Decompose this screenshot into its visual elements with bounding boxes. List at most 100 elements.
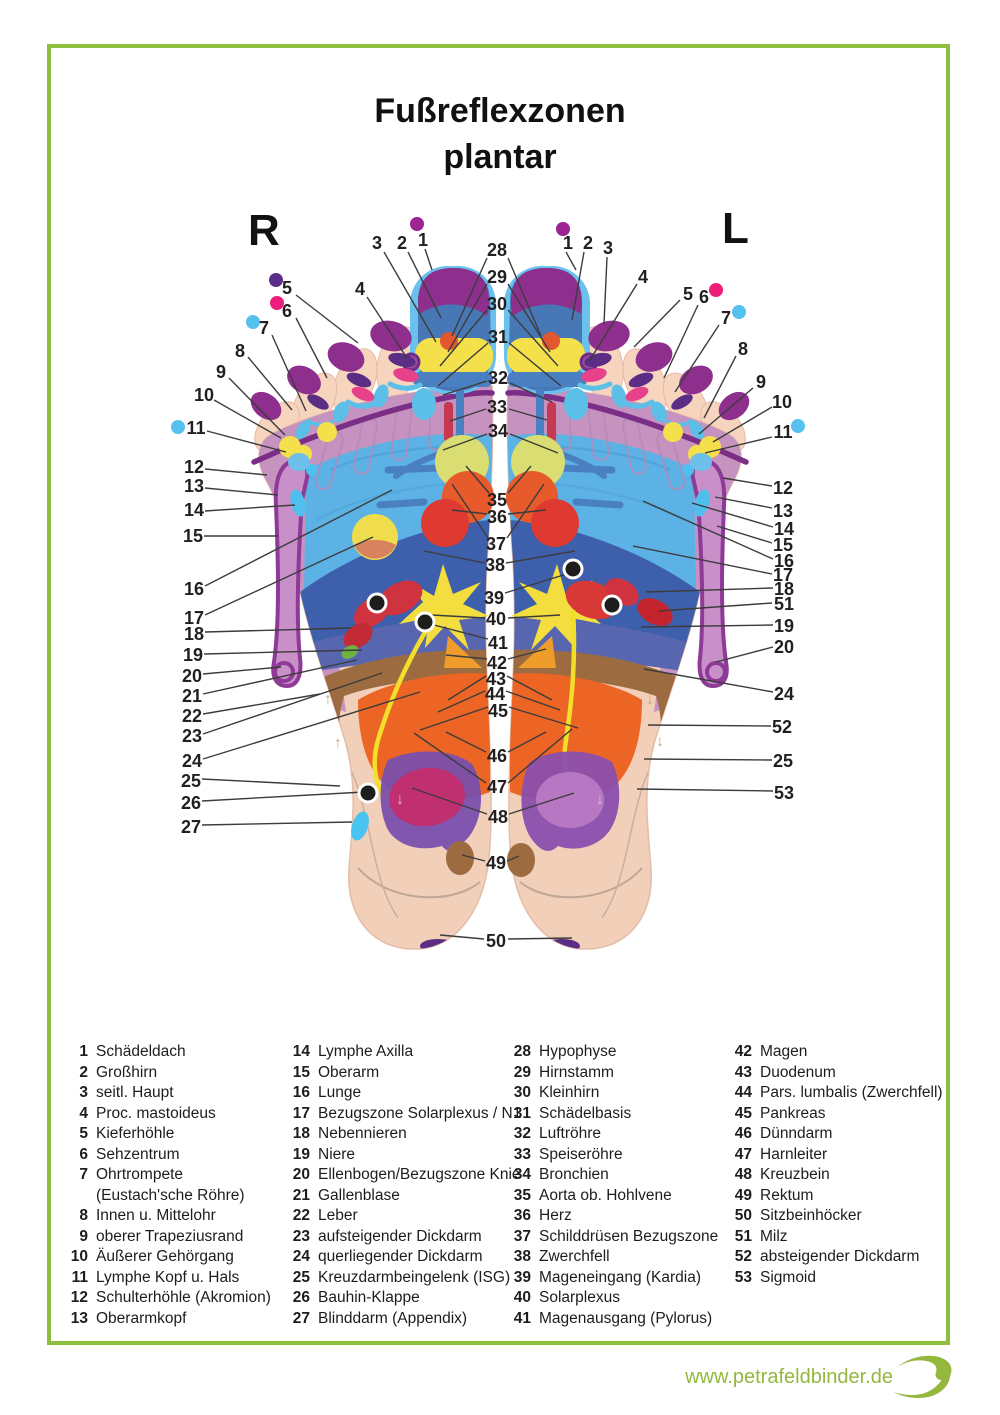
legend-item-label: Bronchien	[539, 1166, 609, 1183]
leader-line-10	[712, 406, 773, 443]
spleen-zone	[637, 598, 673, 626]
legend-item-label: Niere	[318, 1145, 356, 1163]
foot-chart-svg: ↑ ↑ ↓ ↓ ↓ ↓ 3214567891011121314151617181…	[171, 217, 805, 1000]
leader-line-10	[213, 399, 282, 439]
legend-item-label: Großhirn	[96, 1063, 158, 1081]
legend-item-number: 5	[79, 1125, 88, 1142]
legend-item-label: Innen u. Mittelohr	[96, 1207, 216, 1224]
legend-item-label: Blinddarm (Appendix)	[318, 1309, 468, 1327]
black-marker-dot	[366, 592, 388, 614]
leader-line-2	[407, 251, 442, 319]
leader-line-25	[201, 778, 341, 787]
legend-item-label: Lymphe Axilla	[318, 1043, 414, 1060]
leader-line-39	[504, 572, 571, 594]
title-line-1: Fußreflexzonen	[374, 92, 626, 130]
legend-item-label: Dünndarm	[760, 1125, 833, 1142]
zone-number-label: 17	[773, 565, 793, 585]
leader-line-2	[571, 251, 585, 321]
leader-line-40	[431, 614, 486, 619]
zone-number-label: 23	[182, 726, 202, 746]
leader-line-34	[509, 433, 559, 454]
black-marker-dot	[601, 594, 623, 616]
zone-number-label: 27	[181, 817, 201, 837]
svg-text:↓: ↓	[596, 791, 604, 808]
color-legend-dot	[791, 419, 805, 433]
zone-number-label: 14	[774, 519, 794, 539]
leader-line-13	[204, 487, 279, 496]
legend-item-number: 39	[513, 1268, 531, 1286]
legend-item-label: Speiseröhre	[539, 1145, 623, 1163]
zone-number-label: 9	[756, 372, 766, 392]
zone-number-label: 39	[484, 588, 504, 608]
black-marker-dot	[414, 611, 436, 633]
legend-item: 21 Gallenblase	[284, 1186, 499, 1207]
legend-item-label: Bauhin-Klappe	[318, 1289, 420, 1306]
legend-item-label: Hypophyse	[539, 1043, 617, 1060]
leader-line-28	[451, 257, 488, 337]
leader-line-22	[202, 693, 321, 715]
legend-item-label: Gallenblase	[318, 1186, 400, 1204]
zone-number-label: 20	[774, 637, 794, 657]
leader-line-8	[703, 355, 737, 419]
legend-item-number: 8	[79, 1207, 88, 1224]
zone-number-label: 3	[372, 233, 382, 253]
website-link[interactable]: www.petrafeldbinder.de	[685, 1366, 893, 1388]
zone-number-label: 51	[774, 594, 794, 614]
leader-line-16	[642, 500, 774, 560]
legend-item-number: 29	[513, 1063, 531, 1081]
leader-line-4	[589, 283, 638, 361]
leader-line-8	[247, 356, 293, 411]
legend-item-number: 41	[513, 1309, 531, 1327]
zone-number-label: 6	[699, 287, 709, 307]
leader-line-38	[423, 550, 486, 564]
legend-item-label: Zwerchfell	[539, 1248, 610, 1265]
leader-line-17	[204, 536, 374, 616]
legend-item-number: 1	[79, 1043, 88, 1060]
legend-item-number	[62, 1186, 88, 1207]
legend-item: 47 Harnleiter	[726, 1145, 941, 1166]
leader-line-29	[447, 283, 488, 353]
leader-line-11	[206, 430, 287, 453]
legend-item-number: 12	[70, 1289, 88, 1306]
black-marker-dot	[562, 558, 584, 580]
zone-number-label: 50	[486, 931, 506, 951]
legend-item-label: Herz	[539, 1207, 572, 1224]
leader-line-36	[451, 509, 488, 515]
leader-line-19	[640, 624, 774, 628]
legend-item-label: Harnleiter	[760, 1145, 828, 1163]
legend-item-number: 17	[292, 1104, 310, 1122]
leader-line-26	[201, 791, 365, 802]
legend-item-number: 21	[292, 1186, 310, 1204]
leader-line-36	[507, 509, 547, 515]
svg-text:↓: ↓	[396, 791, 404, 808]
legend-item: (Eustach'sche Röhre)	[62, 1186, 277, 1207]
zone-number-label: 20	[182, 666, 202, 686]
leader-line-18	[204, 627, 352, 633]
zone-number-label: 30	[487, 294, 507, 314]
leader-line-3	[383, 251, 437, 343]
marker-dots-layer	[171, 217, 805, 804]
legend-item-label: Leber	[318, 1207, 358, 1224]
zone-number-label: 46	[487, 746, 507, 766]
legend-item-number: 6	[79, 1145, 88, 1163]
leader-line-53	[636, 788, 774, 792]
zone-number-label: 28	[487, 240, 507, 260]
legend-item-label: Sitzbeinhöcker	[760, 1207, 862, 1224]
leader-line-3	[603, 256, 608, 325]
legend-item-number: 23	[292, 1227, 310, 1245]
legend-item-number: 47	[734, 1145, 752, 1163]
